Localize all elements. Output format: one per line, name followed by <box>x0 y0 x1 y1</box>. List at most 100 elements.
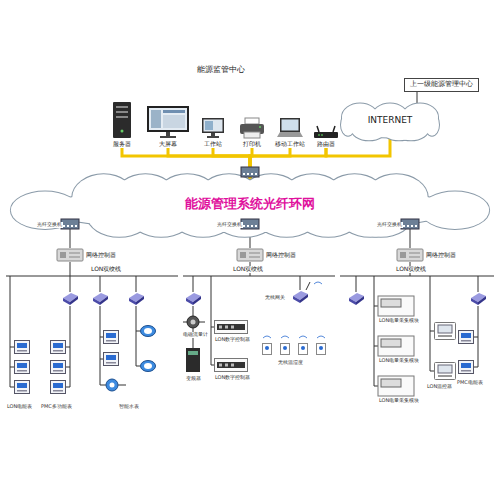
drawn-g <box>263 282 325 338</box>
drawn-rect <box>381 299 401 307</box>
center-box: 上一级能源管理中心 <box>404 78 479 92</box>
text-label: LON电能表 <box>6 404 33 410</box>
drawn-circle <box>121 130 124 133</box>
node-text: 路由器 <box>317 141 335 148</box>
switch-port <box>63 225 65 227</box>
drawn-use <box>263 344 272 355</box>
drawn-path <box>136 276 140 366</box>
drawn-use <box>215 359 248 372</box>
drawn-rect <box>151 110 161 128</box>
node-text: 网络控制器 <box>86 252 116 259</box>
device-icon: 大屏幕 <box>146 105 190 148</box>
cloud-bubble <box>421 192 489 229</box>
network-cloud: 能源管理系统光纤环网 <box>6 165 494 243</box>
drawn-use <box>51 361 66 374</box>
switch-body <box>401 219 419 229</box>
drawn-use <box>299 344 308 355</box>
text-label: 变频器 <box>185 376 202 382</box>
device-icon: 移动工作站 <box>275 117 305 148</box>
switch-body <box>241 219 259 229</box>
drawn-path <box>374 276 378 386</box>
text-label: 无线网关 <box>264 295 286 301</box>
device-picture <box>238 117 266 139</box>
drawn-use <box>349 293 364 305</box>
drawn-use <box>15 381 30 394</box>
drawn-use <box>51 341 66 354</box>
device-icon: 路由器 <box>313 125 339 148</box>
drawn-path <box>118 385 126 386</box>
network-cloud: INTERNET <box>340 98 440 144</box>
node-text: INTERNET <box>368 116 413 126</box>
drawn-rect <box>314 132 338 138</box>
text-label: LON电量采集模块 <box>378 358 420 364</box>
drawn-path <box>306 282 310 290</box>
drawn-line <box>333 126 335 132</box>
drawn-circle <box>321 135 323 137</box>
switch-port <box>255 225 257 227</box>
drawn-use <box>471 293 486 305</box>
switch-port <box>411 225 413 227</box>
node-text: 能源管理系统光纤环网 <box>185 197 315 211</box>
drawn-rect <box>378 336 414 356</box>
drawn-path <box>66 276 70 387</box>
drawn-use <box>293 291 308 303</box>
fiber-switch <box>241 167 259 177</box>
device-picture <box>146 105 190 139</box>
text-label: LON双绞线 <box>395 266 427 273</box>
network-controller: 网络控制器 <box>236 248 296 262</box>
drawn-line <box>317 126 319 132</box>
fiber-switch <box>241 219 259 229</box>
drawn-rect <box>147 106 189 132</box>
drawn-path <box>277 132 303 137</box>
drawn-line <box>409 257 420 258</box>
drawn-circle <box>106 379 118 391</box>
drawn-circle <box>187 316 199 328</box>
drawn-rect <box>116 116 128 118</box>
device-picture <box>56 248 84 262</box>
switch-body <box>61 219 79 229</box>
drawn-path <box>6 276 494 277</box>
text-label: 智能水表 <box>118 404 140 410</box>
device-icon: 服务器 <box>110 101 134 148</box>
cloud-bubble <box>11 192 79 229</box>
node-text: 工作站 <box>204 141 222 148</box>
device-picture <box>236 248 264 262</box>
drawn-rect <box>163 110 185 113</box>
node-text: 上一级能源管理中心 <box>410 81 473 89</box>
device-picture <box>110 101 134 139</box>
drawn-line <box>69 257 80 258</box>
drawn-rect <box>204 120 223 132</box>
switch-port <box>75 225 77 227</box>
cloud-bubble <box>11 192 79 229</box>
drawn-rect <box>57 249 83 261</box>
switch-port <box>247 225 249 227</box>
drawn-rect <box>149 108 187 130</box>
text-label: LON电量采集模块 <box>378 398 420 404</box>
drawn-rect <box>381 379 401 387</box>
text-label: 无线温湿度 <box>277 360 304 366</box>
network-controller: 网络控制器 <box>396 248 456 262</box>
drawn-use <box>459 331 474 344</box>
drawn-use <box>15 361 30 374</box>
drawn-use <box>281 344 290 355</box>
node-text: 大屏幕 <box>159 141 177 148</box>
drawn-use <box>186 293 201 305</box>
drawn-use <box>51 381 66 394</box>
drawn-line <box>249 253 260 254</box>
text-label: 光纤交换机 <box>36 222 63 228</box>
cloud-bubble <box>349 196 412 237</box>
drawn-use <box>435 323 456 340</box>
text-label: LON双绞线 <box>232 266 264 273</box>
switch-port <box>67 225 69 227</box>
drawn-path <box>211 276 214 365</box>
drawn-use <box>435 363 456 380</box>
network-controller: 网络控制器 <box>56 248 116 262</box>
drawn-use <box>93 293 108 305</box>
drawn-rect <box>207 136 219 138</box>
device-icon: 打印机 <box>238 117 266 148</box>
drawn-use <box>104 331 119 344</box>
text-label: 光纤交换机 <box>376 222 403 228</box>
text-label: LON电量采集模块 <box>378 318 420 324</box>
device-picture <box>276 117 304 139</box>
